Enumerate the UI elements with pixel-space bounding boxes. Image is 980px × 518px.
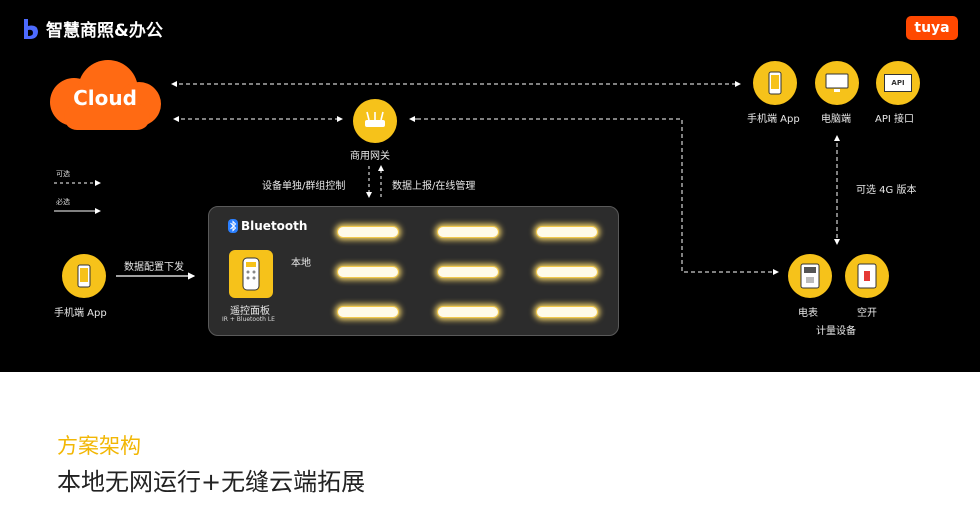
phone-app-left-label: 手机端 App xyxy=(54,308,107,319)
light-bar xyxy=(337,226,399,238)
light-bar xyxy=(536,226,598,238)
light-bar xyxy=(536,266,598,278)
light-bar xyxy=(437,266,499,278)
router-icon xyxy=(365,111,385,127)
meter-icon xyxy=(800,263,820,289)
remote-icon xyxy=(242,257,260,291)
tuya-logo: tuya xyxy=(906,16,958,40)
phone-app-node xyxy=(753,61,797,105)
remote-sub-label: IR + Bluetooth LE xyxy=(222,316,275,323)
device-control-label: 设备单独/群组控制 xyxy=(262,181,346,192)
architecture-diagram: 智慧商照&办公 tuya Cloud 商用网关 设备单独/群组控制 数据上报/在… xyxy=(0,0,980,372)
phone-app-label: 手机端 App xyxy=(747,114,800,125)
brand: 智慧商照&办公 xyxy=(22,16,163,41)
cloud-icon xyxy=(50,60,161,130)
metering-group-label: 计量设备 xyxy=(816,326,856,337)
remote-label: 遥控面板 xyxy=(230,306,270,317)
pc-node xyxy=(815,61,859,105)
bluetooth-icon xyxy=(228,219,238,233)
meter-label: 电表 xyxy=(798,308,818,319)
api-node: API xyxy=(876,61,920,105)
breaker-label: 空开 xyxy=(857,308,877,319)
cloud-label: Cloud xyxy=(73,86,137,110)
data-config-label: 数据配置下发 xyxy=(124,262,184,273)
monitor-icon xyxy=(825,73,849,92)
light-bar xyxy=(337,306,399,318)
phone-icon xyxy=(77,264,91,288)
gateway-node xyxy=(353,99,397,143)
bluetooth-label: Bluetooth xyxy=(241,219,308,233)
breaker-node xyxy=(845,254,889,298)
bluetooth-logo: Bluetooth xyxy=(228,219,307,233)
legend-optional: 可选 xyxy=(56,170,70,178)
brand-name: 智慧商照&办公 xyxy=(46,21,163,41)
meter-node xyxy=(788,254,832,298)
caption-subtitle: 本地无网运行+无缝云端拓展 xyxy=(57,468,366,496)
light-bar xyxy=(437,306,499,318)
local-label: 本地 xyxy=(291,258,311,269)
pc-label: 电脑端 xyxy=(821,114,851,125)
phone-icon xyxy=(768,71,782,95)
legend-required: 必选 xyxy=(56,198,70,206)
api-label: API 接口 xyxy=(875,114,914,125)
gateway-meter-link xyxy=(410,118,779,275)
data-report-label: 数据上报/在线管理 xyxy=(392,181,476,192)
api-icon: API xyxy=(884,74,912,92)
phone-app-left-node xyxy=(62,254,106,298)
caption: 方案架构 本地无网运行+无缝云端拓展 xyxy=(57,430,365,497)
breaker-icon xyxy=(857,263,877,289)
light-bar xyxy=(536,306,598,318)
light-bar xyxy=(437,226,499,238)
optional-4g-label: 可选 4G 版本 xyxy=(856,185,917,196)
caption-title: 方案架构 xyxy=(57,434,141,458)
light-bar xyxy=(337,266,399,278)
remote-panel-node xyxy=(229,250,273,298)
brand-logo-icon xyxy=(24,18,38,39)
gateway-label: 商用网关 xyxy=(350,151,390,162)
